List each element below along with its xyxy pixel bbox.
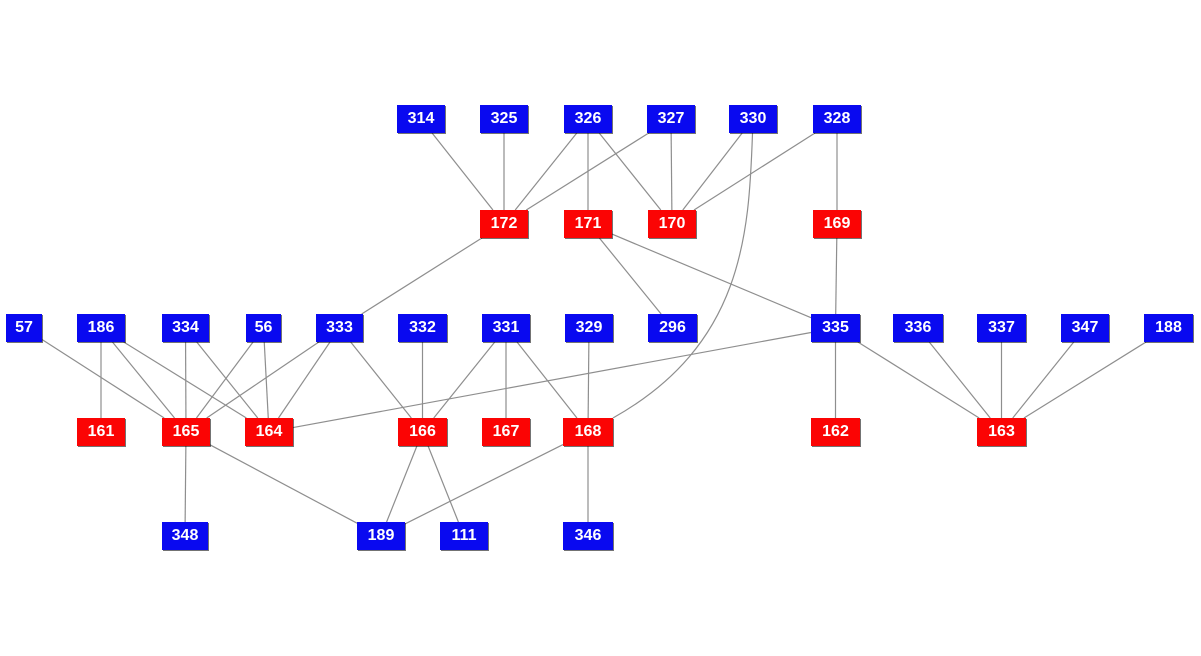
node-165[interactable]: 165 bbox=[162, 418, 210, 446]
node-331[interactable]: 331 bbox=[482, 314, 530, 342]
edge-group bbox=[41, 132, 1147, 525]
edge-335-163 bbox=[857, 341, 980, 419]
node-314[interactable]: 314 bbox=[397, 105, 445, 133]
node-348[interactable]: 348 bbox=[162, 522, 208, 550]
edge-330-168 bbox=[612, 132, 754, 419]
edge-331-166 bbox=[433, 341, 496, 419]
edge-169-335 bbox=[835, 237, 838, 315]
edge-330-170 bbox=[682, 132, 743, 211]
node-334[interactable]: 334 bbox=[162, 314, 209, 342]
edge-326-172 bbox=[514, 132, 578, 211]
edge-166-189 bbox=[386, 445, 418, 523]
edge-57-165 bbox=[41, 339, 165, 419]
edge-336-163 bbox=[928, 341, 991, 419]
node-166[interactable]: 166 bbox=[398, 418, 447, 446]
edge-334-164 bbox=[196, 341, 259, 419]
node-189[interactable]: 189 bbox=[357, 522, 405, 550]
node-296[interactable]: 296 bbox=[648, 314, 697, 342]
node-168[interactable]: 168 bbox=[563, 418, 613, 446]
edge-186-165 bbox=[111, 341, 176, 419]
node-333[interactable]: 333 bbox=[316, 314, 363, 342]
edge-172-333 bbox=[361, 237, 483, 315]
edge-165-348 bbox=[184, 445, 187, 523]
node-111[interactable]: 111 bbox=[440, 522, 488, 550]
node-161[interactable]: 161 bbox=[77, 418, 125, 446]
edge-331-168 bbox=[516, 341, 578, 419]
edge-333-166 bbox=[350, 341, 412, 419]
edge-347-163 bbox=[1012, 341, 1075, 419]
node-335[interactable]: 335 bbox=[811, 314, 860, 342]
node-169[interactable]: 169 bbox=[813, 210, 861, 238]
edge-188-163 bbox=[1023, 341, 1147, 419]
node-326[interactable]: 326 bbox=[564, 105, 612, 133]
edge-165-189 bbox=[209, 444, 358, 524]
node-163[interactable]: 163 bbox=[977, 418, 1026, 446]
edge-326-170 bbox=[598, 132, 662, 211]
edge-327-172 bbox=[525, 132, 650, 211]
edge-171-335 bbox=[611, 233, 812, 319]
node-337[interactable]: 337 bbox=[977, 314, 1026, 342]
edge-333-165 bbox=[206, 341, 320, 419]
node-329[interactable]: 329 bbox=[565, 314, 613, 342]
node-325[interactable]: 325 bbox=[480, 105, 528, 133]
node-330[interactable]: 330 bbox=[729, 105, 777, 133]
node-328[interactable]: 328 bbox=[813, 105, 861, 133]
node-186[interactable]: 186 bbox=[77, 314, 125, 342]
edge-329-168 bbox=[587, 341, 590, 419]
node-171[interactable]: 171 bbox=[564, 210, 612, 238]
node-346[interactable]: 346 bbox=[563, 522, 613, 550]
edge-335-164 bbox=[292, 331, 812, 429]
edge-171-296 bbox=[598, 237, 662, 315]
node-336[interactable]: 336 bbox=[893, 314, 943, 342]
edge-327-170 bbox=[670, 132, 673, 211]
node-172[interactable]: 172 bbox=[480, 210, 528, 238]
node-327[interactable]: 327 bbox=[647, 105, 695, 133]
node-57[interactable]: 57 bbox=[6, 314, 42, 342]
node-162[interactable]: 162 bbox=[811, 418, 860, 446]
edge-328-170 bbox=[693, 132, 816, 211]
node-347[interactable]: 347 bbox=[1061, 314, 1109, 342]
node-170[interactable]: 170 bbox=[648, 210, 696, 238]
node-332[interactable]: 332 bbox=[398, 314, 447, 342]
edge-333-164 bbox=[277, 341, 331, 419]
node-167[interactable]: 167 bbox=[482, 418, 530, 446]
edge-314-172 bbox=[431, 132, 494, 211]
node-164[interactable]: 164 bbox=[245, 418, 293, 446]
edge-56-164 bbox=[263, 341, 269, 419]
edge-166-111 bbox=[427, 445, 459, 523]
edge-168-189 bbox=[404, 444, 564, 525]
node-188[interactable]: 188 bbox=[1144, 314, 1193, 342]
edge-56-165 bbox=[195, 341, 254, 419]
node-56[interactable]: 56 bbox=[246, 314, 281, 342]
